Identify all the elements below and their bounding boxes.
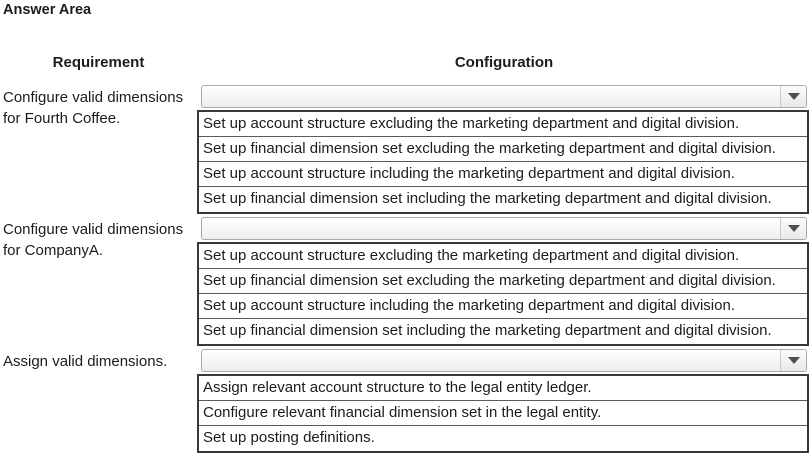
dropdown-companya[interactable] — [201, 217, 807, 240]
dropdown-assign-dimensions[interactable] — [201, 349, 807, 372]
requirement-label-assign-dimensions: Assign valid dimensions. — [0, 349, 197, 453]
option-row[interactable]: Configure relevant financial dimension s… — [199, 401, 807, 426]
option-row[interactable]: Set up financial dimension set excluding… — [199, 269, 807, 294]
requirement-label-line: Configure valid dimensions — [3, 89, 184, 106]
configuration-cell: Set up account structure excluding the m… — [197, 217, 811, 346]
requirement-label-line: Assign valid dimensions. — [3, 353, 168, 370]
requirement-label-fourth-coffee: Configure valid dimensions for Fourth Co… — [0, 85, 197, 214]
requirement-label-companya: Configure valid dimensions for CompanyA. — [0, 217, 197, 346]
answer-area-title: Answer Area — [3, 2, 92, 18]
option-row[interactable]: Set up financial dimension set including… — [199, 187, 807, 212]
options-list-companya: Set up account structure excluding the m… — [197, 242, 809, 346]
option-row[interactable]: Set up account structure excluding the m… — [199, 112, 807, 137]
requirement-block-companya: Configure valid dimensions for CompanyA.… — [0, 217, 811, 346]
dropdown-selected-value[interactable] — [202, 218, 780, 239]
requirement-block-fourth-coffee: Configure valid dimensions for Fourth Co… — [0, 85, 811, 214]
dropdown-arrow-button[interactable] — [780, 86, 806, 107]
column-header-requirement: Requirement — [52, 54, 145, 71]
option-row[interactable]: Set up financial dimension set excluding… — [199, 137, 807, 162]
option-row[interactable]: Set up account structure including the m… — [199, 294, 807, 319]
configuration-cell: Set up account structure excluding the m… — [197, 85, 811, 214]
configuration-cell: Assign relevant account structure to the… — [197, 349, 811, 453]
option-row[interactable]: Set up financial dimension set including… — [199, 319, 807, 344]
requirement-label-line: for Fourth Coffee. — [3, 110, 121, 127]
option-row[interactable]: Set up account structure including the m… — [199, 162, 807, 187]
option-row[interactable]: Set up posting definitions. — [199, 426, 807, 451]
column-headers: Requirement Configuration — [0, 54, 811, 71]
chevron-down-icon — [787, 225, 800, 232]
option-row[interactable]: Assign relevant account structure to the… — [199, 376, 807, 401]
requirement-block-assign-dimensions: Assign valid dimensions. Assign relevant… — [0, 349, 811, 453]
options-list-fourth-coffee: Set up account structure excluding the m… — [197, 110, 809, 214]
requirement-label-line: for CompanyA. — [3, 242, 104, 259]
chevron-down-icon — [787, 93, 800, 100]
column-header-configuration: Configuration — [454, 54, 554, 71]
dropdown-selected-value[interactable] — [202, 350, 780, 371]
dropdown-selected-value[interactable] — [202, 86, 780, 107]
options-list-assign-dimensions: Assign relevant account structure to the… — [197, 374, 809, 453]
chevron-down-icon — [787, 357, 800, 364]
dropdown-arrow-button[interactable] — [780, 350, 806, 371]
requirement-label-line: Configure valid dimensions — [3, 221, 184, 238]
dropdown-arrow-button[interactable] — [780, 218, 806, 239]
dropdown-fourth-coffee[interactable] — [201, 85, 807, 108]
option-row[interactable]: Set up account structure excluding the m… — [199, 244, 807, 269]
